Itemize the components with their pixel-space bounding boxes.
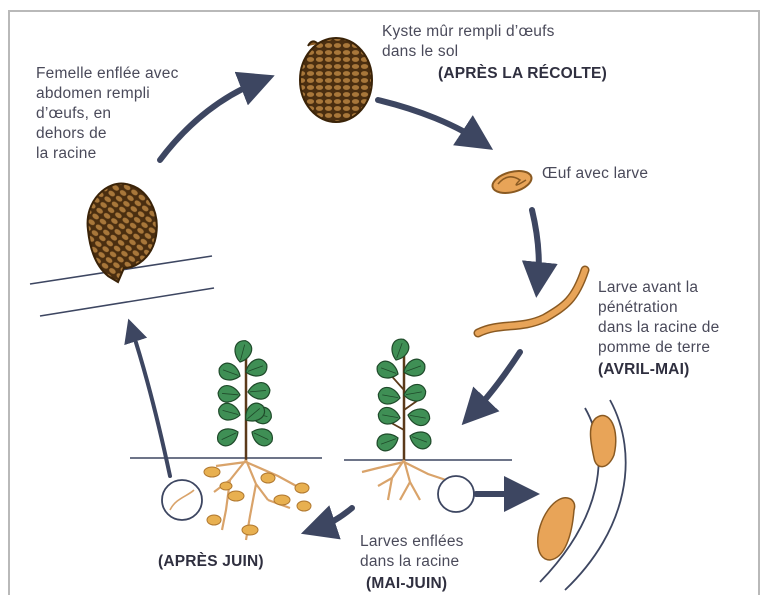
female-label-line2: abdomen rempli <box>36 84 179 104</box>
swollen-larvae-label: Larves enflées dans la racine <box>360 532 464 572</box>
magnifier-circle-right <box>438 476 474 512</box>
larva-label-line2: pénétration <box>598 298 719 318</box>
female-label-line1: Femelle enflée avec <box>36 64 179 84</box>
magnifier-circle-left <box>162 480 202 520</box>
larva-label-line1: Larve avant la <box>598 278 719 298</box>
cyst-period: (APRÈS LA RÉCOLTE) <box>438 64 607 84</box>
cyst-label-line1: Kyste mûr rempli d’œufs <box>382 22 555 42</box>
swollen-period: (MAI-JUIN) <box>366 574 447 594</box>
larva-label-line4: pomme de terre <box>598 338 719 358</box>
female-label-line4: dehors de <box>36 124 179 144</box>
root-section-detail <box>538 400 626 590</box>
female-label: Femelle enflée avec abdomen rempli d’œuf… <box>36 64 179 164</box>
swollen-label-line1: Larves enflées <box>360 532 464 552</box>
cycle-arrows <box>132 82 539 528</box>
larva-worm <box>478 270 585 333</box>
cyst-label: Kyste mûr rempli d’œufs dans le sol <box>382 22 555 62</box>
young-potato-plant <box>362 336 446 500</box>
swollen-female-on-root <box>30 183 214 316</box>
larva-period: (AVRIL-MAI) <box>598 360 689 380</box>
mature-potato-plant <box>204 339 311 540</box>
female-label-line5: la racine <box>36 144 179 164</box>
larva-label: Larve avant la pénétration dans la racin… <box>598 278 719 358</box>
female-label-line3: d’œufs, en <box>36 104 179 124</box>
cyst-label-line2: dans le sol <box>382 42 555 62</box>
egg-with-larva <box>490 167 534 197</box>
after-june-label: (APRÈS JUIN) <box>158 552 264 572</box>
larva-label-line3: dans la racine de <box>598 318 719 338</box>
egg-label: Œuf avec larve <box>542 164 648 184</box>
mature-cyst <box>300 38 372 122</box>
swollen-label-line2: dans la racine <box>360 552 464 572</box>
